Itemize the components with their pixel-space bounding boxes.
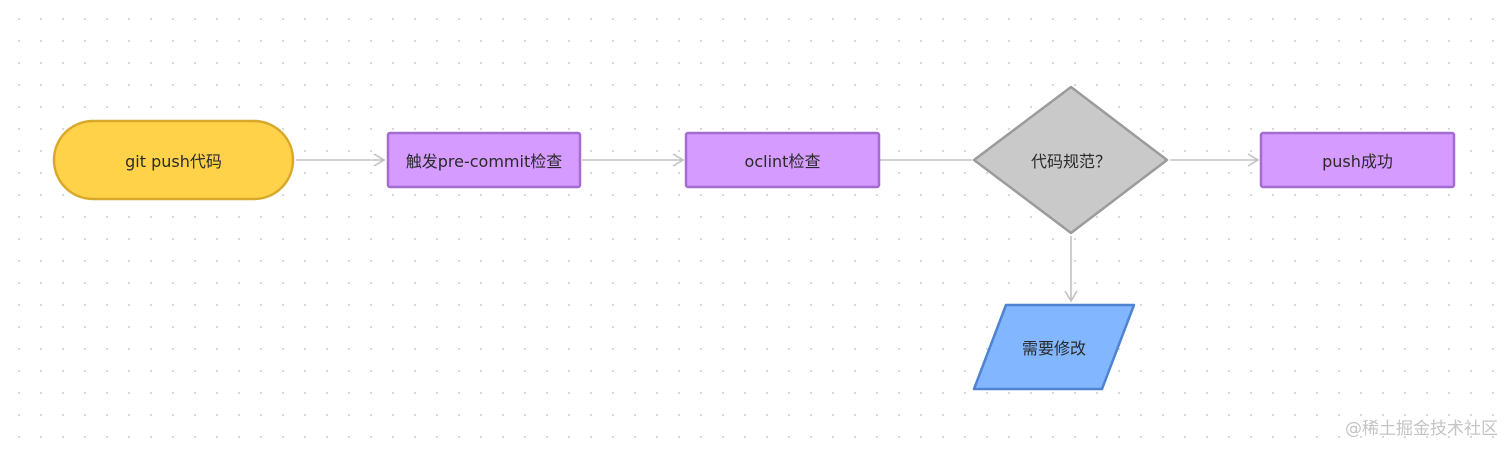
success-node-shape[interactable] xyxy=(1259,131,1456,189)
oclint-node-shape[interactable] xyxy=(684,131,881,189)
decision-node-shape[interactable] xyxy=(972,85,1169,235)
watermark-text: @稀土掘金技术社区 xyxy=(1345,419,1498,439)
start-node-shape[interactable] xyxy=(52,119,295,201)
fix-node-shape[interactable] xyxy=(972,303,1136,391)
trigger-node-shape[interactable] xyxy=(386,131,582,189)
